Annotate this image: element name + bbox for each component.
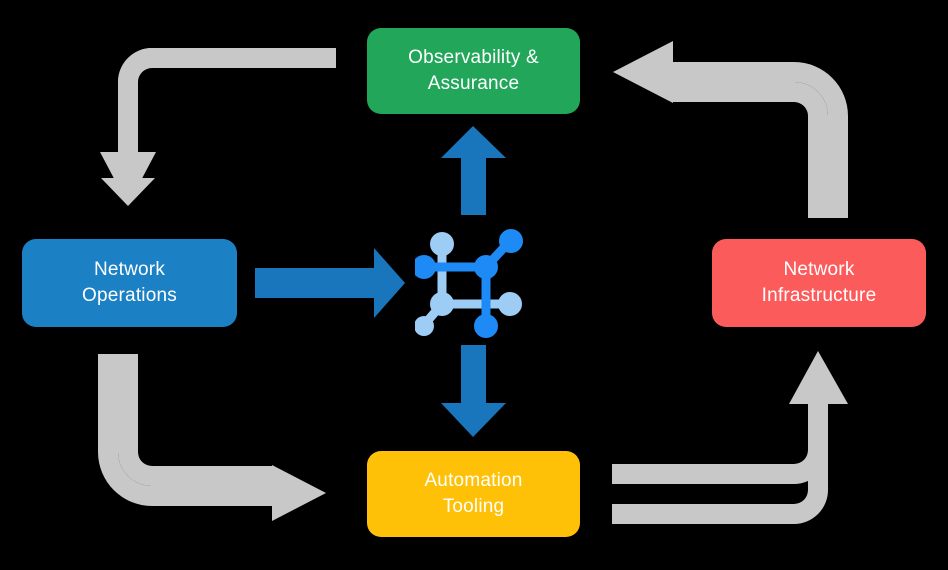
node-observability-assurance[interactable]: Observability & Assurance bbox=[367, 28, 580, 114]
node-network-operations[interactable]: Network Operations bbox=[22, 239, 237, 327]
node-label-automation-tooling: Automation Tooling bbox=[424, 470, 523, 517]
network-topology-icon bbox=[415, 229, 523, 338]
node-label-observability-assurance: Observability & Assurance bbox=[408, 47, 539, 94]
accent-arrow-operations-to-center bbox=[255, 248, 405, 318]
accent-arrow-center-to-automation bbox=[441, 345, 506, 437]
accent-arrow-center-to-observability bbox=[441, 126, 506, 215]
loop-arrow-operations-to-automation bbox=[98, 354, 326, 521]
loop-arrow-infrastructure-to-observability bbox=[613, 41, 848, 218]
node-network-infrastructure[interactable]: Network Infrastructure bbox=[712, 239, 926, 327]
node-label-network-operations: Network Operations bbox=[82, 259, 177, 306]
node-label-network-infrastructure: Network Infrastructure bbox=[761, 259, 877, 306]
loop-arrow-observability-to-operations bbox=[100, 48, 336, 206]
node-automation-tooling[interactable]: Automation Tooling bbox=[367, 451, 580, 537]
loop-arrow-automation-to-infrastructure bbox=[612, 351, 848, 524]
